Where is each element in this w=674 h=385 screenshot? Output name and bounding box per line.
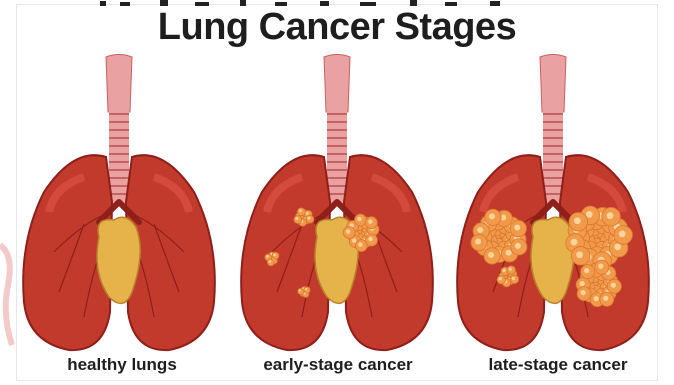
healthy-lungs-panel	[14, 52, 224, 357]
page-title: Lung Cancer Stages	[0, 6, 674, 49]
healthy-lungs-illustration	[14, 52, 224, 357]
caption-early-stage: early-stage cancer	[228, 355, 448, 375]
larynx	[324, 55, 350, 113]
early-stage-lungs-illustration	[232, 52, 442, 357]
trachea	[543, 110, 563, 205]
larynx	[540, 55, 566, 113]
larynx	[106, 55, 132, 113]
trachea	[327, 110, 347, 205]
late-stage-panel	[448, 52, 658, 357]
late-stage-lungs-illustration	[448, 52, 658, 357]
caption-healthy-lungs: healthy lungs	[12, 355, 232, 375]
caption-late-stage: late-stage cancer	[448, 355, 668, 375]
trachea	[109, 110, 129, 205]
early-stage-panel	[232, 52, 442, 357]
